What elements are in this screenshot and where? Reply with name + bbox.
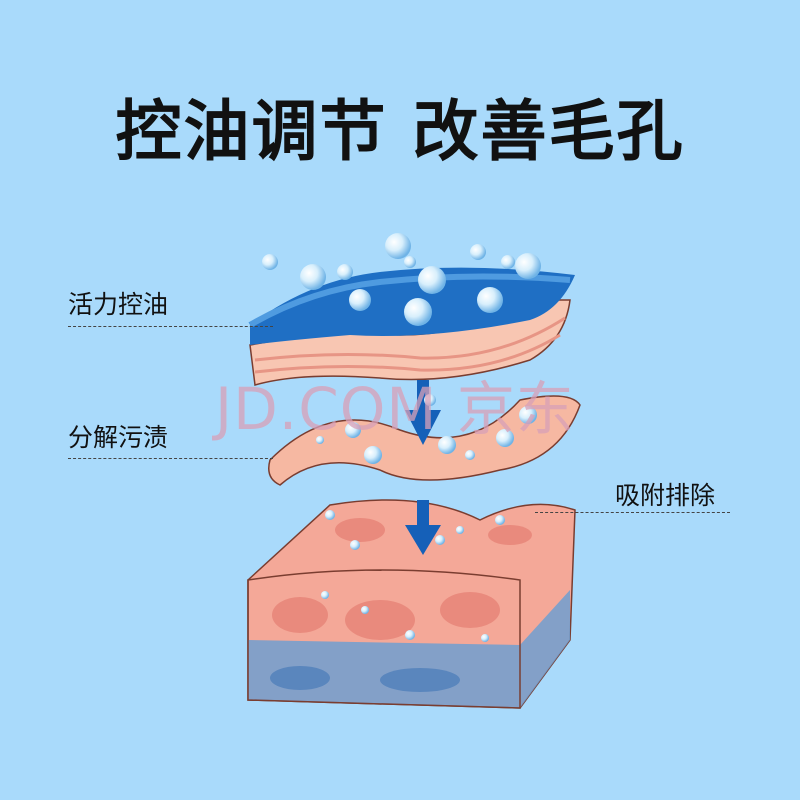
label-divider xyxy=(535,512,730,513)
label-absorb-remove: 吸附排除 xyxy=(615,481,716,510)
skin-block-layer xyxy=(247,499,576,709)
label-divider xyxy=(68,326,273,327)
label-decompose-dirt: 分解污渍 xyxy=(68,423,169,452)
label-divider xyxy=(68,458,273,459)
label-oil-control: 活力控油 xyxy=(68,290,169,319)
watermark: JD.COM 京东 xyxy=(215,375,575,443)
bubbles xyxy=(262,233,541,642)
page-title: 控油调节 改善毛孔 xyxy=(115,92,685,170)
